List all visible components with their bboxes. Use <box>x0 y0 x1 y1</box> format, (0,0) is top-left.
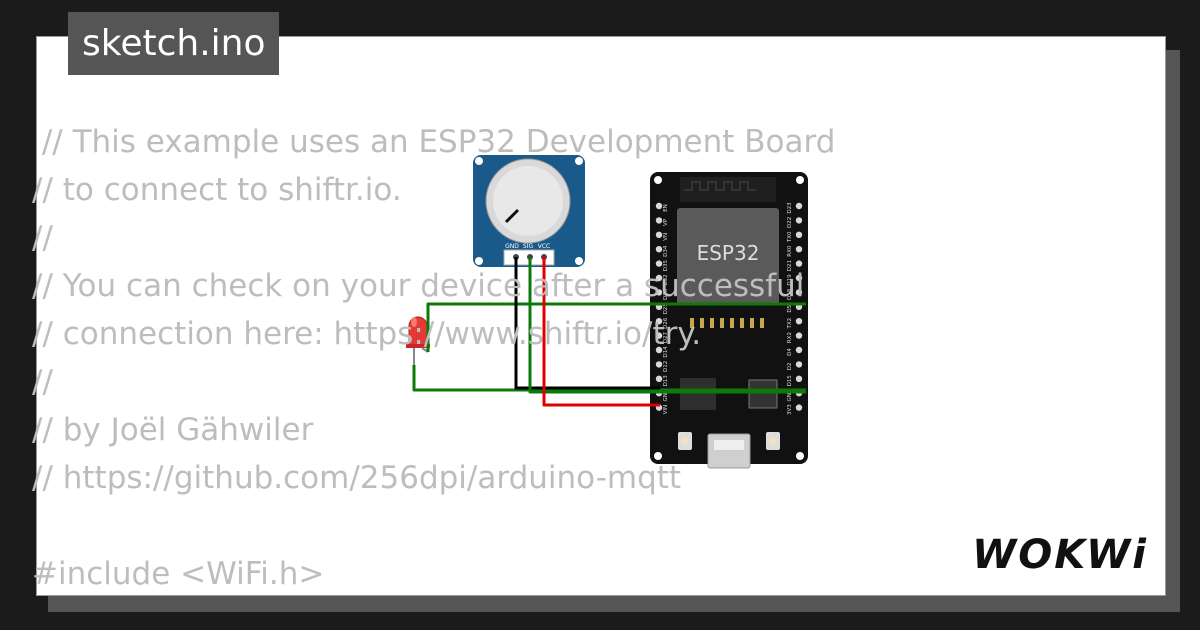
led[interactable] <box>406 316 430 365</box>
code-line: // to connect to shiftr.io. <box>32 172 402 208</box>
left-pin-label: VIN <box>663 405 669 415</box>
left-pin-label: D12 <box>663 361 669 372</box>
left-pin-label: GND <box>663 389 669 402</box>
right-pin-header[interactable] <box>795 289 803 296</box>
right-pin-label: D18 <box>787 288 793 300</box>
pot-pin-label-gnd: GND <box>505 243 519 250</box>
left-pin-header[interactable] <box>655 332 663 339</box>
right-pin-header[interactable] <box>795 318 803 325</box>
right-pin-label: D2 <box>787 363 793 371</box>
right-pin-header[interactable] <box>795 361 803 368</box>
code-line: #include <WiFi.h> <box>32 556 325 592</box>
right-pin-header[interactable] <box>795 231 803 238</box>
left-pin-header[interactable] <box>655 231 663 238</box>
wokwi-logo: WOKWi <box>972 532 1148 578</box>
left-pin-header[interactable] <box>655 246 663 253</box>
code-line: // You can check on your device after a … <box>32 268 805 304</box>
right-pin-label: D15 <box>787 375 793 387</box>
right-pin-label: 3V3 <box>787 404 793 415</box>
right-pin-label: GND <box>787 389 793 402</box>
left-pin-header[interactable] <box>655 375 663 382</box>
right-pin-header[interactable] <box>795 260 803 267</box>
left-pin-header[interactable] <box>655 318 663 325</box>
right-pin-header[interactable] <box>795 404 803 411</box>
left-pin-label: D27 <box>663 331 669 343</box>
right-pin-label: D19 <box>787 274 793 286</box>
left-pin-label: D33 <box>663 288 669 300</box>
right-pin-label: D5 <box>787 304 793 312</box>
right-pin-label: D4 <box>787 348 793 356</box>
left-pin-header[interactable] <box>655 361 663 368</box>
left-pin-label: D26 <box>663 317 669 329</box>
right-pin-label: D21 <box>787 260 793 271</box>
wire-black-gnd <box>514 257 660 390</box>
code-line: // https://github.com/256dpi/arduino-mqt… <box>32 460 682 496</box>
right-pin-label: TX0 <box>787 231 793 243</box>
code-line <box>32 502 835 550</box>
right-pin-header[interactable] <box>795 274 803 282</box>
file-title: sketch.ino <box>68 12 280 75</box>
right-pin-label: TX2 <box>787 318 793 330</box>
wire-green-led-anode <box>426 302 806 352</box>
right-pin-header[interactable] <box>795 202 803 210</box>
pot-pin-label-sig: SIG <box>523 243 534 250</box>
left-pin-label: D13 <box>663 375 669 387</box>
left-pin-header[interactable] <box>655 274 663 282</box>
chip-label: ESP32 <box>697 241 760 265</box>
wire-red-vcc <box>542 257 660 407</box>
code-line: // connection here: https://www.shiftr.i… <box>32 316 702 352</box>
right-pin-header[interactable] <box>795 246 803 253</box>
left-pin-label: D14 <box>663 346 669 358</box>
right-pin-label: RX0 <box>787 245 793 257</box>
right-pin-header[interactable] <box>795 217 803 224</box>
right-pin-label: RX2 <box>787 332 793 343</box>
right-pin-header[interactable] <box>795 346 803 354</box>
left-pin-label: VP <box>663 218 669 226</box>
preview-card <box>36 36 1166 596</box>
left-pin-header[interactable] <box>655 217 663 224</box>
wire-green-led-cathode <box>412 365 806 392</box>
left-pin-label: D32 <box>663 274 669 285</box>
code-preview: // This example uses an ESP32 Developmen… <box>32 118 835 598</box>
code-line: // by Joël Gähwiler <box>32 412 314 448</box>
wires <box>412 257 806 407</box>
left-pin-label: D34 <box>663 245 669 257</box>
left-pin-header[interactable] <box>655 346 663 354</box>
right-pin-label: D23 <box>787 202 793 214</box>
right-pin-label: D22 <box>787 217 793 228</box>
pot-pin-label-vcc: VCC <box>538 243 550 250</box>
right-pin-header[interactable] <box>795 332 803 339</box>
code-line: // This example uses an ESP32 Developmen… <box>32 124 836 160</box>
left-pin-header[interactable] <box>655 260 663 267</box>
left-pin-label: D35 <box>663 259 669 271</box>
left-pin-label: EN <box>663 204 669 212</box>
code-line: // <box>32 364 53 400</box>
left-pin-label: VN <box>663 233 669 241</box>
right-pin-header[interactable] <box>795 375 803 382</box>
wire-green-sig <box>528 257 806 394</box>
left-pin-label: D25 <box>663 303 669 315</box>
left-pin-header[interactable] <box>655 289 663 296</box>
potentiometer[interactable]: GND SIG VCC <box>473 155 585 267</box>
left-pin-header[interactable] <box>655 202 663 210</box>
code-line: // <box>32 220 53 256</box>
